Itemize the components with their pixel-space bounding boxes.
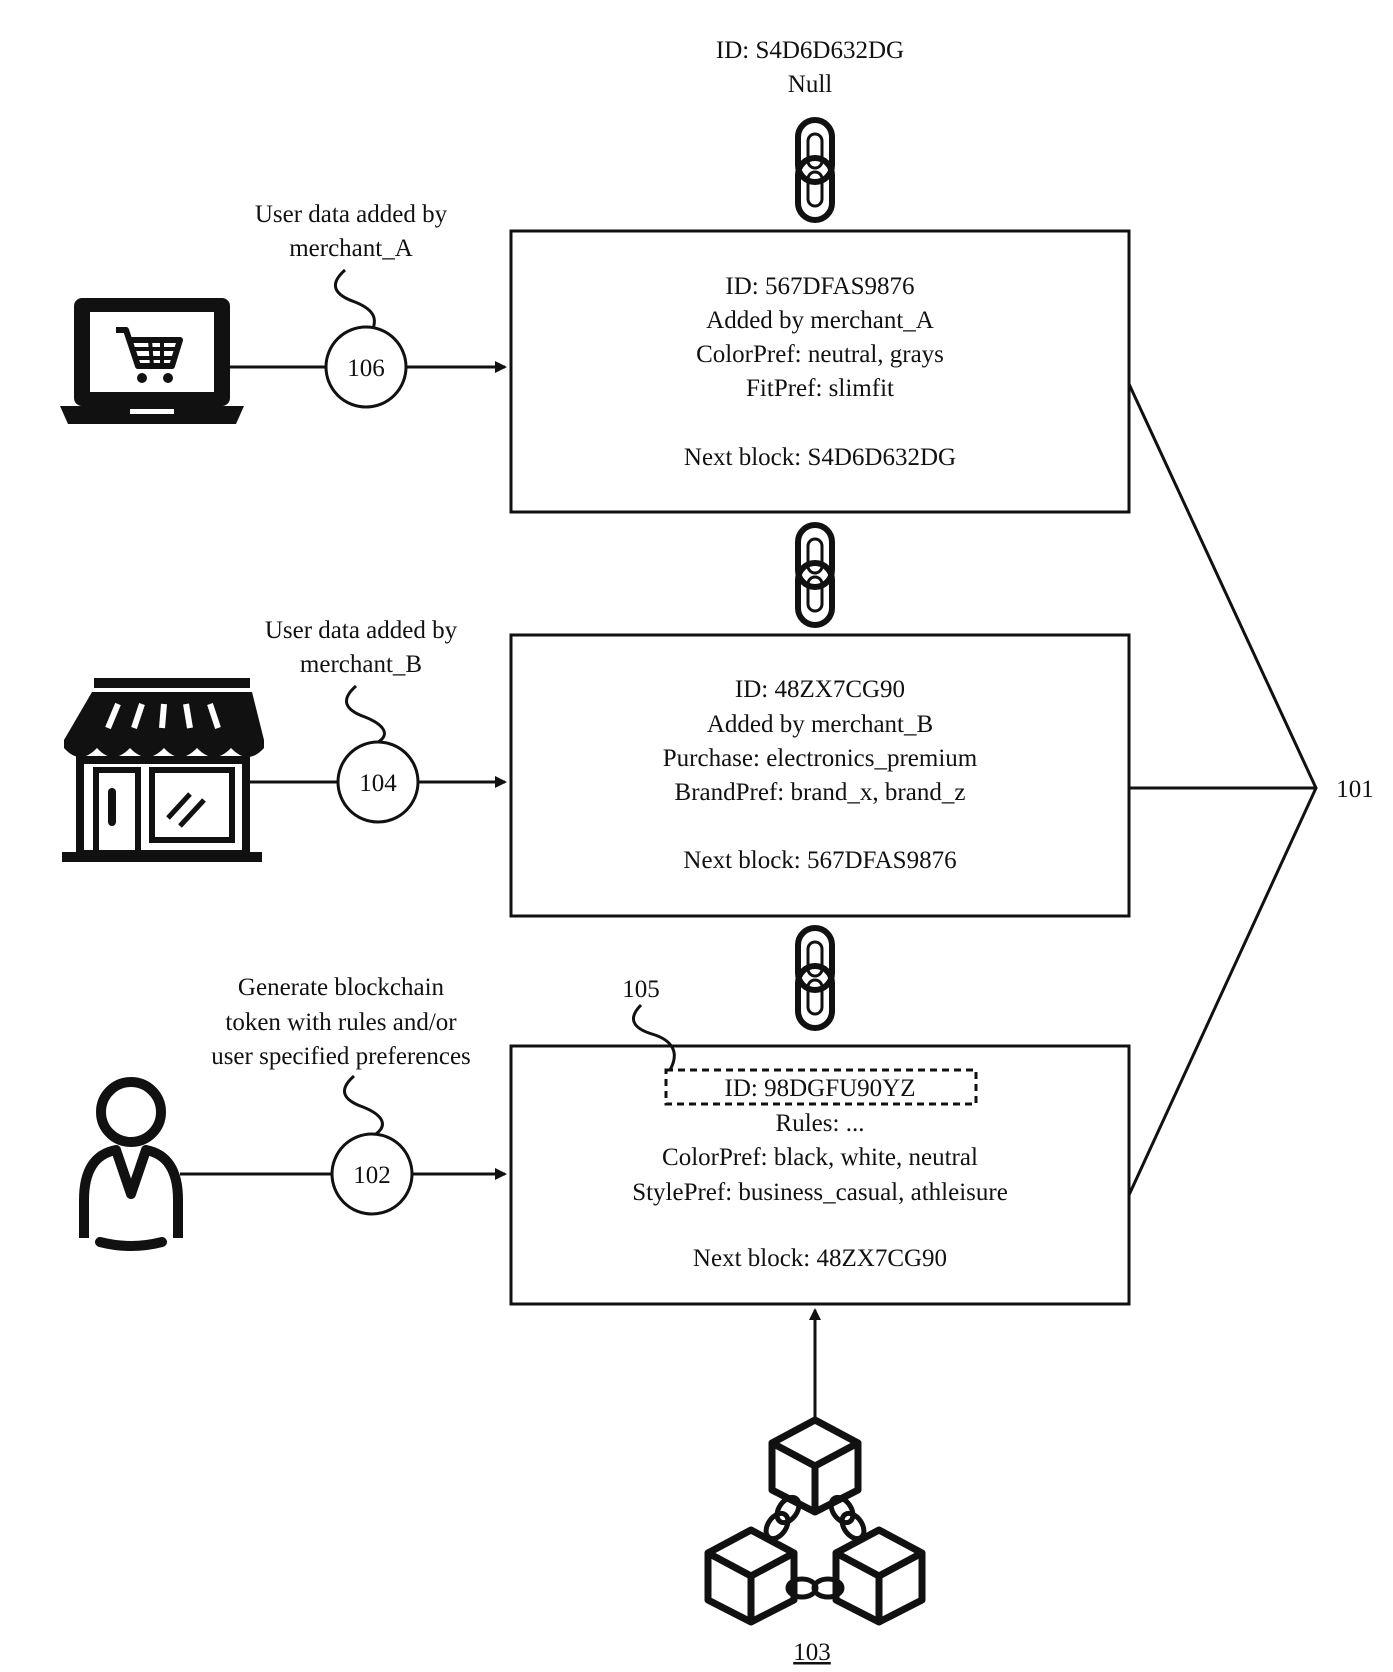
source-caption: merchant_B (300, 651, 422, 678)
laptop-cart-icon (60, 298, 244, 424)
ref-label-104: 104 (359, 770, 397, 797)
ref-label-101: 101 (1336, 776, 1374, 803)
chain-link-icon (798, 928, 832, 1028)
leader-line-102 (344, 1076, 382, 1134)
block-merchant-a: ID: 567DFAS9876 Added by merchant_A Colo… (511, 231, 1129, 512)
source-caption: User data added by (255, 201, 448, 228)
top-node-id: ID: S4D6D632DG (716, 37, 904, 64)
block-line: BrandPref: brand_x, brand_z (675, 779, 966, 806)
block-token: ID: 98DGFU90YZ Rules: ... ColorPref: bla… (511, 1046, 1129, 1304)
user-icon (84, 1082, 178, 1246)
block-line: Added by merchant_A (706, 307, 934, 334)
block-next: Next block: 567DFAS9876 (683, 847, 956, 874)
chain-link-icon (798, 525, 832, 625)
block-line: ColorPref: neutral, grays (696, 341, 944, 368)
leader-line-104 (346, 686, 384, 742)
block-line: ID: 48ZX7CG90 (735, 676, 905, 703)
ref-label-105: 105 (622, 976, 660, 1003)
block-next: Next block: 48ZX7CG90 (693, 1245, 947, 1272)
block-merchant-b: ID: 48ZX7CG90 Added by merchant_B Purcha… (511, 635, 1129, 916)
source-caption: token with rules and/or (225, 1009, 457, 1036)
block-line: Purchase: electronics_premium (663, 745, 978, 772)
block-line: StylePref: business_casual, athleisure (632, 1179, 1008, 1206)
block-line: Rules: ... (776, 1110, 865, 1137)
block-line: ID: 567DFAS9876 (725, 273, 914, 300)
source-caption: User data added by (265, 617, 458, 644)
source-caption: Generate blockchain (238, 974, 445, 1001)
ref-label-103: 103 (793, 1639, 831, 1666)
token-id: ID: 98DGFU90YZ (725, 1075, 916, 1102)
block-line: ColorPref: black, white, neutral (662, 1144, 978, 1171)
chain-link-icon (798, 120, 832, 220)
blockchain-network-icon (708, 1420, 922, 1622)
ref-label-102: 102 (353, 1162, 391, 1189)
source-caption: merchant_A (289, 235, 413, 262)
block-line: FitPref: slimfit (746, 375, 894, 402)
block-line: Added by merchant_B (707, 711, 933, 738)
block-next: Next block: S4D6D632DG (684, 444, 956, 471)
storefront-icon (62, 678, 264, 862)
bracket-101 (1129, 384, 1316, 1195)
ref-label-106: 106 (347, 355, 385, 382)
source-caption: user specified preferences (211, 1043, 471, 1070)
top-node-value: Null (788, 71, 833, 98)
